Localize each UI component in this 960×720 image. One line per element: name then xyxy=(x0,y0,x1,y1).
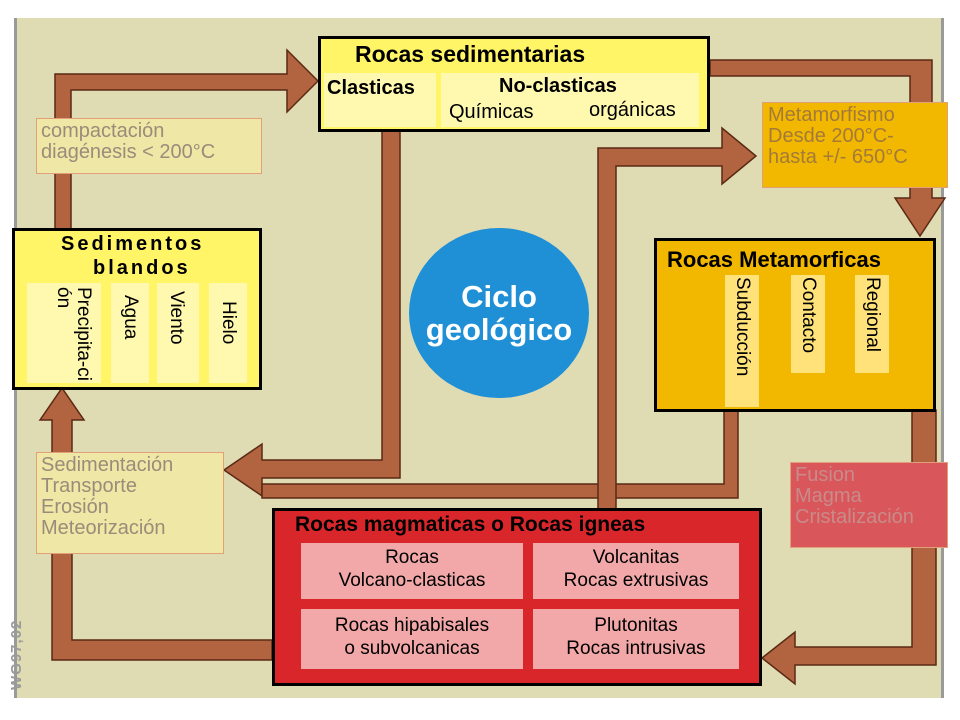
metamorficas-title: Rocas Metamorficas xyxy=(667,247,881,272)
metamorfismo-line1: Metamorfismo xyxy=(768,104,895,126)
metamorficas-box: Rocas Metamorficas Subducción Contacto R… xyxy=(654,238,936,412)
sedimentacion-line4: Meteorización xyxy=(41,517,166,539)
circle-line2: geológico xyxy=(425,312,573,347)
sedimentos-title-line2: blandos xyxy=(93,257,191,279)
volcanitas-cell: Volcanitas Rocas extrusivas xyxy=(533,543,739,599)
contacto-label: Contacto xyxy=(798,277,819,354)
circle-line1: Ciclo xyxy=(461,278,537,314)
sedimentos-box: Sedimentos blandos Precipita-ción Agua V… xyxy=(12,228,262,390)
fusion-label: Fusion Magma Cristalización xyxy=(790,462,948,548)
sedimentarias-box: Rocas sedimentarias Clasticas No-clastic… xyxy=(318,36,710,132)
arrow-sedimentarias-to-sedimentacion xyxy=(222,129,401,498)
volcano-clasticas-line1: Rocas xyxy=(385,547,439,568)
arrow-magmaticas-to-metamorfismo xyxy=(597,126,758,513)
metamorfismo-line2: Desde 200°C- xyxy=(768,125,894,147)
hielo-cell xyxy=(209,283,247,383)
hipabisales-line2: o subvolcanicas xyxy=(344,637,480,659)
metamorfismo-label: Metamorfismo Desde 200°C- hasta +/- 650°… xyxy=(762,102,948,188)
sedimentos-title-line1: Sedimentos xyxy=(61,233,205,255)
regional-label: Regional xyxy=(862,277,883,352)
sedimentacion-line3: Erosión xyxy=(41,496,109,518)
metamorfismo-line3: hasta +/- 650°C xyxy=(768,146,908,168)
sedimentarias-title: Rocas sedimentarias xyxy=(355,41,586,67)
quimicas-label: Químicas xyxy=(449,101,534,123)
fusion-line1: Fusion xyxy=(795,464,856,486)
ciclo-geologico-circle: Ciclo geológico xyxy=(409,228,589,398)
plutonitas-cell: Plutonitas Rocas intrusivas xyxy=(533,609,739,669)
precipitacion-label: Precipita-ción xyxy=(53,287,94,381)
volcanitas-line2: Rocas extrusivas xyxy=(563,569,709,591)
no-clasticas-cell xyxy=(441,73,699,127)
viento-cell xyxy=(157,283,199,383)
sedimentacion-line1: Sedimentación xyxy=(41,454,174,476)
author-signature: WG97,02 xyxy=(8,619,25,690)
precipitacion-cell xyxy=(27,283,101,383)
arrow-metamorficas-to-sedimentacion xyxy=(261,409,739,499)
sedimentacion-line2: Transporte xyxy=(41,475,137,497)
compactacion-label: compactación diagénesis < 200°C xyxy=(36,118,262,174)
viento-label: Viento xyxy=(166,291,187,345)
sedimentacion-label: Sedimentación Transporte Erosión Meteori… xyxy=(36,452,224,554)
hipabisales-cell: Rocas hipabisales o subvolcanicas xyxy=(301,609,523,669)
no-clasticas-label: No-clasticas xyxy=(499,75,617,97)
magmaticas-box: Rocas magmaticas o Rocas igneas Rocas Vo… xyxy=(272,508,762,686)
plutonitas-line2: Rocas intrusivas xyxy=(566,637,706,659)
hielo-label: Hielo xyxy=(218,301,239,345)
clasticas-label: Clasticas xyxy=(327,77,415,99)
clasticas-cell xyxy=(324,73,436,127)
volcano-clasticas-cell: Rocas Volcano-clasticas xyxy=(301,543,523,599)
compactacion-line1: compactación xyxy=(41,120,165,142)
organicas-label: orgánicas xyxy=(589,99,676,121)
subduccion-label: Subducción xyxy=(732,277,753,377)
fusion-line2: Magma xyxy=(795,485,862,507)
plutonitas-line1: Plutonitas xyxy=(594,615,678,636)
fusion-line3: Cristalización xyxy=(795,506,914,528)
hipabisales-line1: Rocas hipabisales xyxy=(334,615,490,636)
agua-label: Agua xyxy=(120,295,141,340)
regional-cell xyxy=(855,275,889,373)
agua-cell xyxy=(111,283,149,383)
subduccion-cell xyxy=(725,275,759,407)
volcanitas-line1: Volcanitas xyxy=(592,547,680,568)
magmaticas-title: Rocas magmaticas o Rocas igneas xyxy=(295,513,646,536)
contacto-cell xyxy=(791,275,825,373)
compactacion-line2: diagénesis < 200°C xyxy=(41,141,216,163)
volcano-clasticas-line2: Volcano-clasticas xyxy=(338,569,486,591)
